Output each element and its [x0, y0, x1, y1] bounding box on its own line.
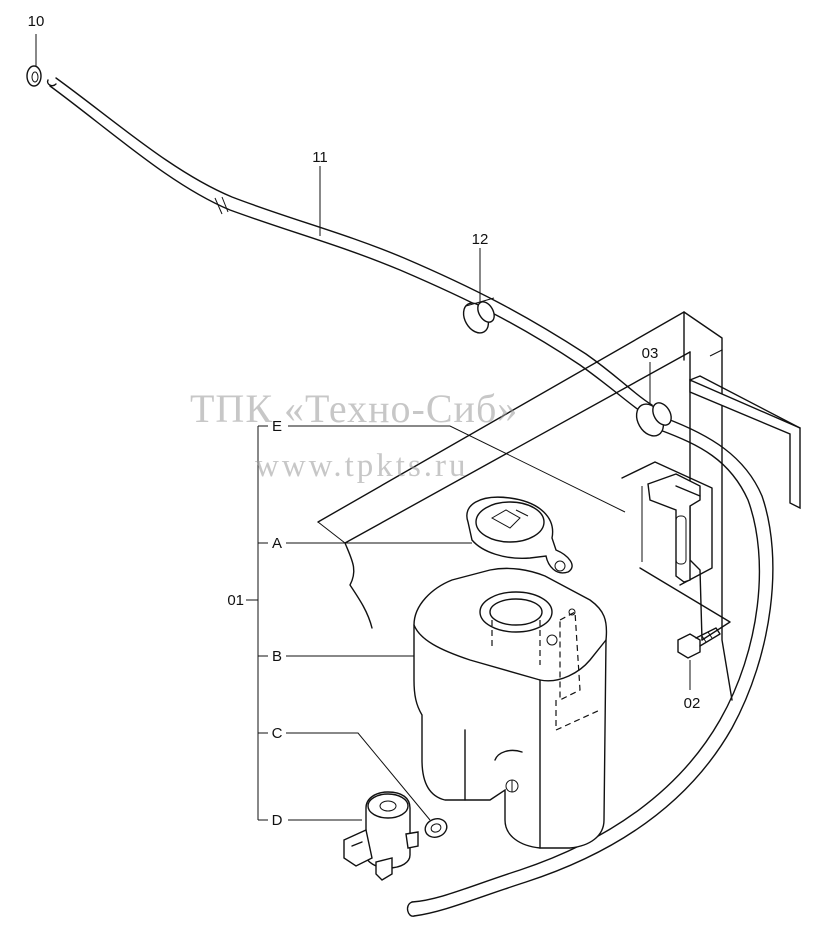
nut-10 [26, 65, 42, 87]
bolt-02 [677, 627, 721, 659]
hose-11 [46, 77, 653, 419]
callout-12: 12 [472, 231, 489, 248]
callout-C: C [272, 725, 283, 742]
tank-cap [466, 496, 573, 574]
callout-E: E [272, 418, 282, 435]
grommet-12 [462, 297, 495, 334]
callout-B: B [272, 648, 282, 665]
leader-lines [35, 34, 691, 821]
watermark-company: ТПК «Техно-Сиб» [190, 386, 518, 431]
grommet-03 [635, 402, 672, 437]
washer-tank [413, 567, 608, 849]
callout-A: A [272, 535, 282, 552]
callout-11: 11 [312, 149, 328, 166]
callout-03: 03 [642, 345, 659, 362]
watermark-url: www.tpkts.ru [255, 448, 469, 484]
callout-10: 10 [28, 13, 45, 30]
tank-bracket [621, 461, 731, 641]
hose-lower [406, 417, 774, 917]
callout-02: 02 [684, 695, 701, 712]
callout-D: D [272, 812, 283, 829]
washer-pump [343, 791, 419, 881]
mounting-plate [689, 375, 801, 510]
seal-washer [424, 818, 448, 838]
callout-01: 01 [227, 592, 244, 609]
